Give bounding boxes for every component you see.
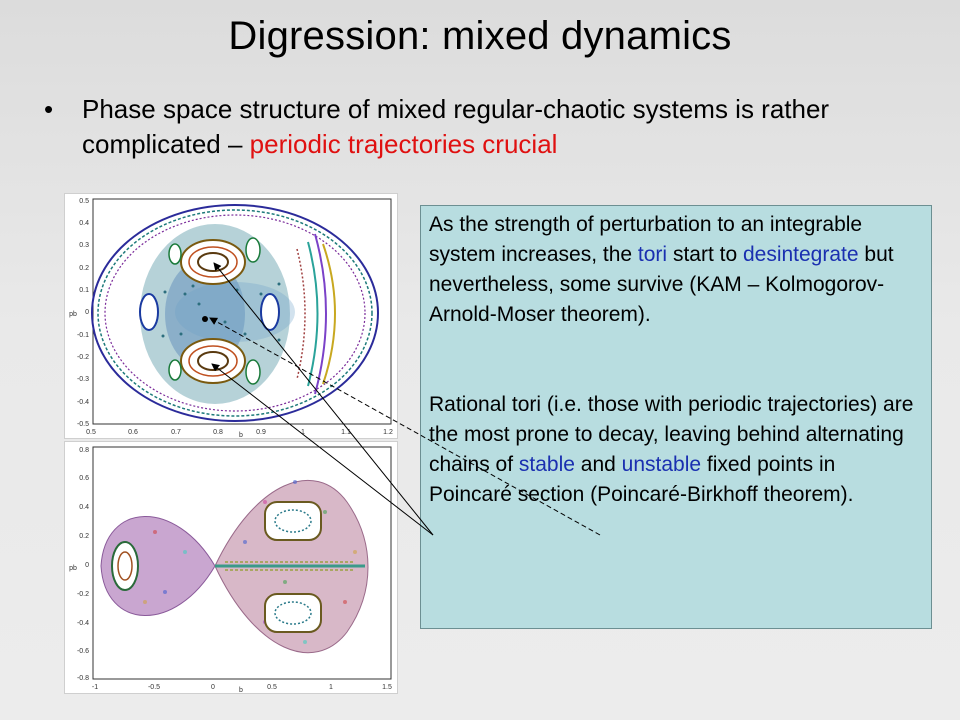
bullet-text: Phase space structure of mixed regular-c… [82, 92, 924, 162]
callout-text: and [574, 453, 622, 476]
callout-paragraph-poincare-birkhoff: Rational tori (i.e. those with periodic … [429, 390, 923, 510]
term-desintegrate: desintegrate [742, 243, 859, 266]
explanation-callout: As the strength of perturbation to an in… [420, 205, 932, 629]
top-y-tick: 0.5 [79, 198, 89, 205]
top-y-label: pb [69, 311, 77, 318]
slide-title: Digression: mixed dynamics [228, 14, 732, 58]
term-unstable: unstable [621, 453, 702, 476]
bottom-x-tick: 1.5 [382, 684, 392, 691]
bullet-point: • Phase space structure of mixed regular… [44, 92, 924, 162]
bottom-y-tick: 0.2 [79, 533, 89, 540]
bottom-y-tick: 0.6 [79, 475, 89, 482]
top-y-tick: -0.3 [77, 376, 89, 383]
bottom-x-tick: 0 [211, 684, 215, 691]
top-x-tick: 1 [301, 429, 305, 436]
bullet-text-highlight: periodic trajectories crucial [249, 129, 558, 159]
bottom-x-label: b [239, 687, 243, 693]
bottom-y-tick: -0.4 [77, 620, 89, 627]
term-tori: tori [637, 243, 668, 266]
bullet-dot-icon: • [44, 94, 54, 124]
bottom-y-tick: -0.2 [77, 591, 89, 598]
bullet-text-main: Phase space structure of mixed regular-c… [82, 94, 830, 159]
top-x-label: b [239, 432, 243, 438]
top-y-tick: 0.3 [79, 242, 89, 249]
callout-text: start to [667, 243, 743, 266]
callout-text: As the strength of perturbation to an in… [429, 213, 863, 266]
top-y-tick: 0.4 [79, 220, 89, 227]
bottom-y-tick: 0 [85, 562, 89, 569]
top-y-tick: -0.1 [77, 332, 89, 339]
bottom-y-label: pb [69, 565, 77, 572]
top-y-tick: 0.2 [79, 265, 89, 272]
bottom-y-tick: 0.8 [79, 447, 89, 454]
top-y-tick: 0 [85, 309, 89, 316]
top-y-tick: -0.5 [77, 421, 89, 428]
bottom-x-tick: 0.5 [267, 684, 277, 691]
bottom-y-tick: 0.4 [79, 504, 89, 511]
callout-paragraph-kam: As the strength of perturbation to an in… [429, 210, 923, 330]
top-y-tick: 0.1 [79, 287, 89, 294]
top-x-tick: 0.5 [86, 429, 96, 436]
top-x-tick: 1.1 [341, 429, 351, 436]
top-x-tick: 0.9 [256, 429, 266, 436]
poincare-plot-bottom: -1 -0.5 0 0.5 1 1.5 0.8 0.6 0.4 0.2 0 -0… [64, 441, 398, 694]
bottom-x-tick: 1 [329, 684, 333, 691]
poincare-plot-bottom-graphic: -1 -0.5 0 0.5 1 1.5 0.8 0.6 0.4 0.2 0 -0… [69, 446, 392, 693]
term-stable: stable [518, 453, 575, 476]
bottom-y-tick: -0.8 [77, 675, 89, 682]
top-y-tick: -0.2 [77, 354, 89, 361]
bottom-plot-ticks: -1 -0.5 0 0.5 1 1.5 0.8 0.6 0.4 0.2 0 -0… [69, 447, 392, 693]
top-x-tick: 1.2 [383, 429, 393, 436]
top-x-tick: 0.6 [128, 429, 138, 436]
top-x-tick: 0.8 [213, 429, 223, 436]
top-y-tick: -0.4 [77, 399, 89, 406]
bottom-y-tick: -0.6 [77, 648, 89, 655]
top-x-tick: 0.7 [171, 429, 181, 436]
bottom-x-tick: -0.5 [148, 684, 160, 691]
poincare-plot-top: 0.5 0.6 0.7 0.8 0.9 1 1.1 1.2 0.5 0.4 0.… [64, 193, 398, 439]
bottom-x-tick: -1 [92, 684, 98, 691]
poincare-plot-top-graphic: 0.5 0.6 0.7 0.8 0.9 1 1.1 1.2 0.5 0.4 0.… [69, 198, 393, 438]
